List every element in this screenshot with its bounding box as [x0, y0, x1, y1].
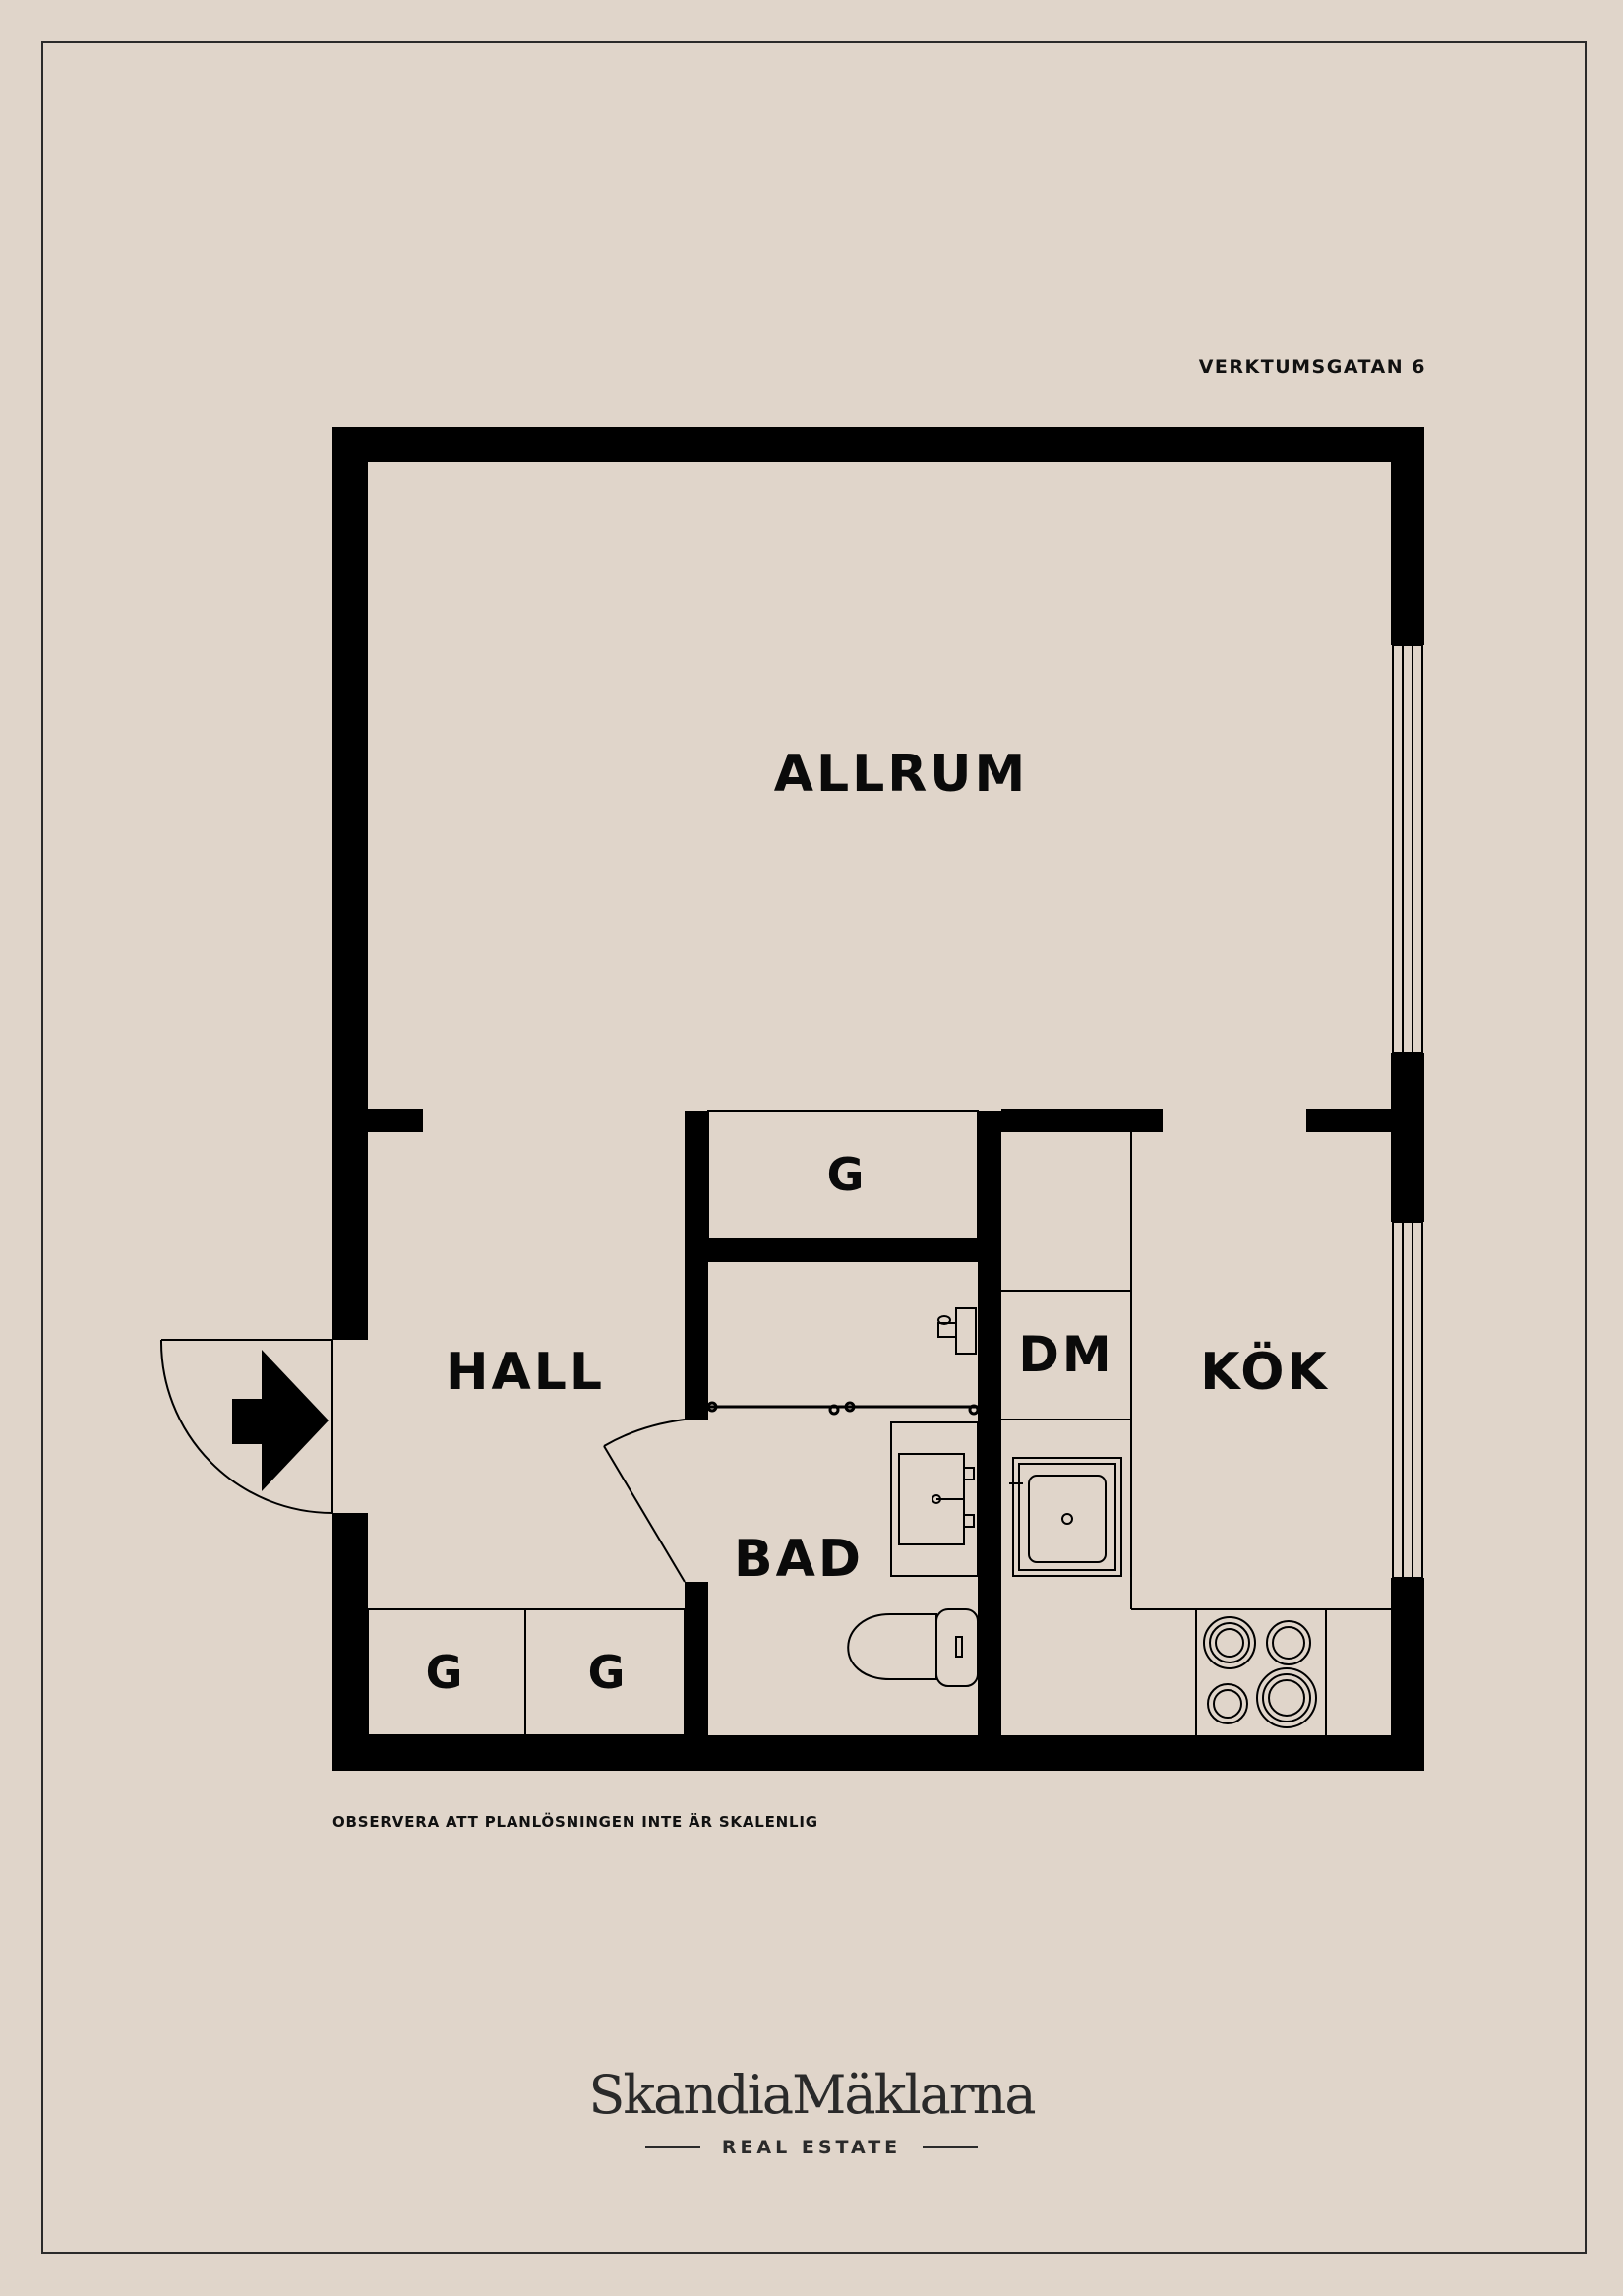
brand-tagline: REAL ESTATE [721, 2137, 902, 2158]
outer-walls [332, 427, 1424, 1771]
interior-walls [368, 1109, 1395, 1749]
room-label-allrum: ALLRUM [774, 745, 1029, 804]
room-label-closet-top: G [827, 1148, 868, 1201]
brand-tagline-row: REAL ESTATE [0, 2137, 1623, 2158]
toilet-icon [847, 1608, 979, 1687]
page-frame [41, 41, 1587, 2254]
room-label-closet-right: G [588, 1646, 629, 1699]
stove-icon [1203, 1616, 1317, 1728]
hall-closets-outline [367, 1608, 686, 1736]
shower-rail [706, 1401, 980, 1416]
kitchen-sink [1009, 1457, 1122, 1577]
scale-disclaimer: OBSERVERA ATT PLANLÖSNINGEN INTE ÄR SKAL… [332, 1813, 818, 1831]
closet-top-outline [707, 1110, 979, 1239]
tagline-rule-right [923, 2146, 979, 2148]
bathroom-sink [890, 1421, 979, 1577]
room-label-bad: BAD [734, 1530, 864, 1589]
room-label-hall: HALL [446, 1343, 605, 1402]
room-label-closet-left: G [426, 1646, 466, 1699]
tagline-rule-left [644, 2146, 700, 2148]
address-label: VERKTUMSGATAN 6 [1198, 356, 1426, 378]
room-label-dm: DM [1018, 1326, 1113, 1383]
entrance-arrow-icon [232, 1350, 329, 1491]
kitchen-counters [1001, 1132, 1391, 1735]
room-label-kok: KÖK [1200, 1341, 1329, 1402]
shower-head-icon [937, 1307, 977, 1355]
brand-logo: SkandiaMäklarna [588, 2064, 1036, 2126]
bathroom-door [603, 1419, 686, 1583]
entrance-door [159, 1339, 333, 1514]
window-lower [1392, 1221, 1423, 1579]
window-upper [1392, 644, 1423, 1054]
